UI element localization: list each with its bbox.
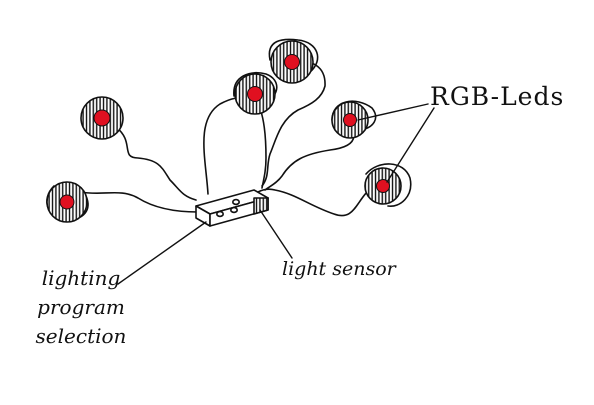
leader-rgb-led-2 [386,107,435,183]
wire-left [79,191,199,213]
light-sensor-face [253,197,269,215]
led-upper-middle [234,73,276,115]
light-sensor-label: light sensor [282,258,396,280]
wire-upper-middle [261,59,326,187]
control-box [195,189,269,227]
screw-button-icon [216,210,225,218]
led-top [270,40,314,84]
wire-right-lower [257,185,375,217]
label-line-selection: selection [35,324,127,348]
leader-program-selection [117,221,207,285]
led-right-upper [331,101,369,139]
led-right-lower [364,167,402,205]
screw-button-icon [232,198,241,206]
rgb-leds-label: RGB-Leds [430,82,565,111]
leader-rgb-led-1 [357,103,429,121]
wire-top-left [115,126,197,201]
lighting-program-selection-label: lighting program selection [16,264,146,351]
screw-button-icon [230,206,239,214]
label-line-lighting: lighting [41,266,121,290]
led-left [46,181,88,223]
leader-light-sensor [259,209,293,259]
led-top-left [80,96,124,140]
label-line-program: program [37,295,125,319]
